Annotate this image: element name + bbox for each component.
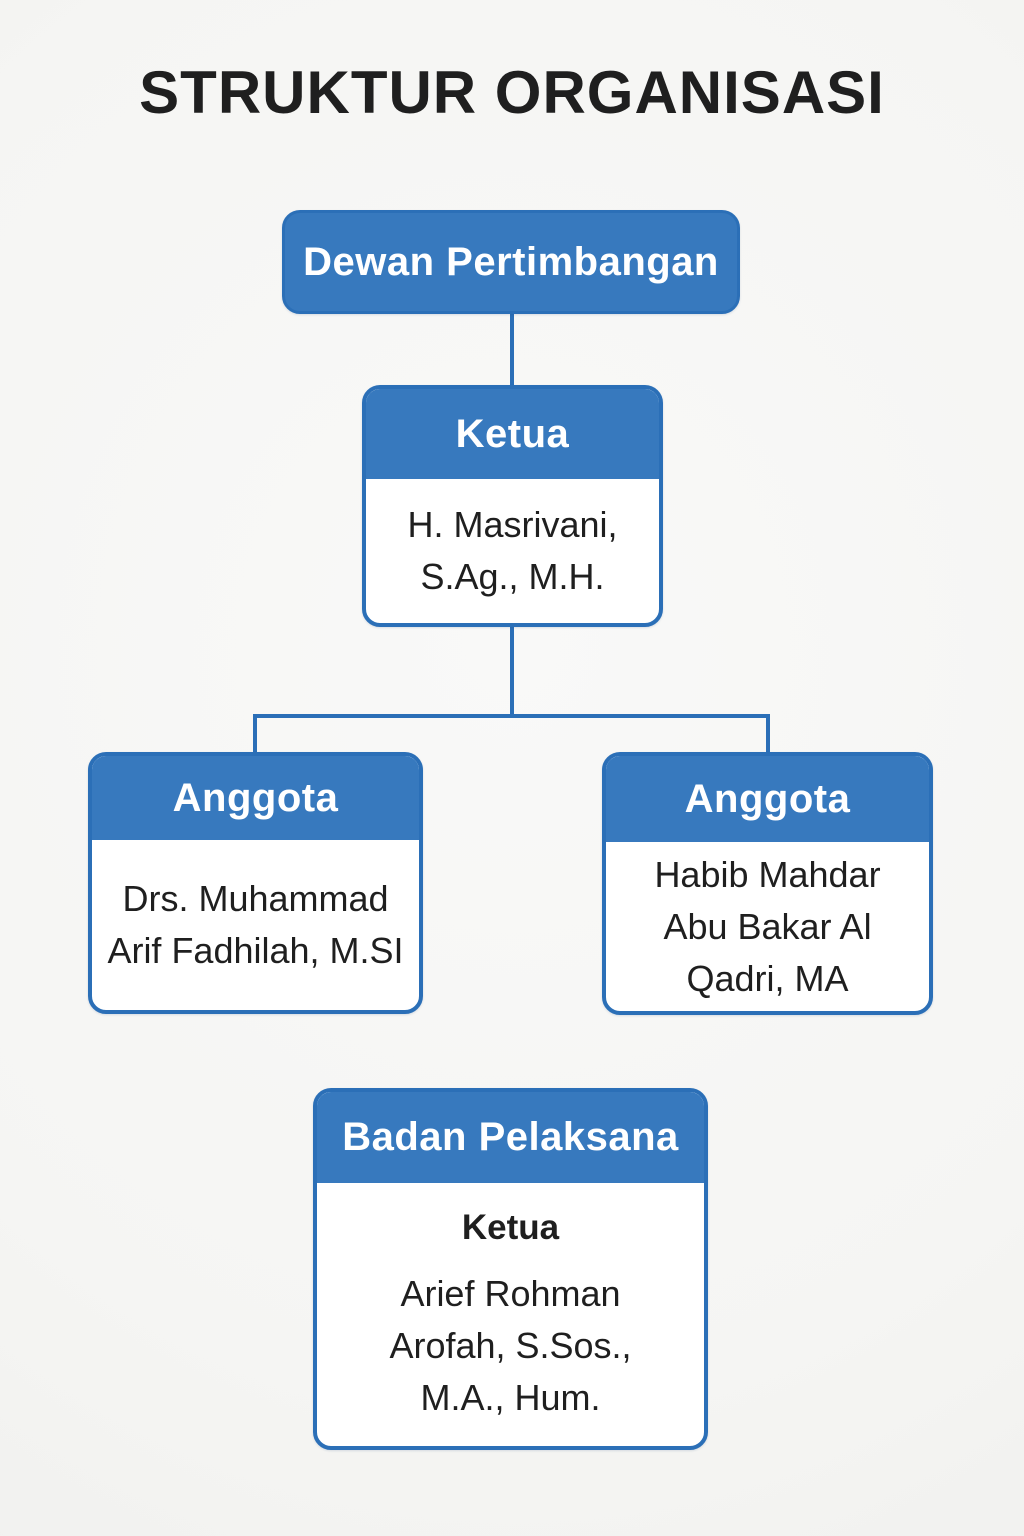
node-dewan-pertimbangan-label: Dewan Pertimbangan (303, 239, 719, 284)
person-name-line: Arief Rohman (400, 1272, 621, 1314)
node-dewan-pertimbangan: Dewan Pertimbangan (282, 210, 740, 314)
person-name-line: Qadri, MA (686, 957, 849, 999)
node-badan-pelaksana-body: Ketua Arief Rohman Arofah, S.Sos., M.A.,… (317, 1183, 704, 1446)
node-badan-pelaksana: Badan Pelaksana Ketua Arief Rohman Arofa… (313, 1088, 708, 1450)
node-anggota-right-header: Anggota (606, 756, 929, 842)
person-name-line: Habib Mahdar (654, 853, 881, 895)
node-ketua-title: Ketua (455, 411, 570, 456)
connector-left-drop (253, 714, 257, 754)
role-label: Ketua (461, 1207, 560, 1247)
node-anggota-right: Anggota Habib Mahdar Abu Bakar Al Qadri,… (602, 752, 933, 1015)
person-name-line: Arofah, S.Sos., (389, 1324, 632, 1366)
node-ketua: Ketua H. Masrivani, S.Ag., M.H. (362, 385, 663, 627)
page-title: STRUKTUR ORGANISASI (139, 59, 885, 126)
person-name-line: S.Ag., M.H. (420, 556, 605, 597)
connector-branch-bar (253, 714, 770, 718)
person-name-line: Abu Bakar Al (663, 905, 872, 947)
node-ketua-body: H. Masrivani, S.Ag., M.H. (366, 479, 659, 623)
connector-right-drop (766, 714, 770, 754)
node-anggota-left-header: Anggota (92, 756, 419, 840)
node-badan-pelaksana-title: Badan Pelaksana (342, 1115, 679, 1159)
connector-dewan-to-ketua (510, 311, 514, 387)
connector-ketua-stem (510, 624, 514, 716)
node-anggota-right-body: Habib Mahdar Abu Bakar Al Qadri, MA (606, 842, 929, 1011)
person-name-line: Arif Fadhilah, M.SI (107, 930, 404, 971)
node-anggota-right-title: Anggota (684, 776, 851, 821)
node-anggota-left-title: Anggota (172, 775, 339, 820)
person-name-line: H. Masrivani, (407, 504, 618, 545)
person-name-line: M.A., Hum. (420, 1376, 601, 1418)
node-anggota-left-body: Drs. Muhammad Arif Fadhilah, M.SI (92, 840, 419, 1010)
node-ketua-header: Ketua (366, 389, 659, 479)
node-badan-pelaksana-header: Badan Pelaksana (317, 1092, 704, 1183)
node-anggota-left: Anggota Drs. Muhammad Arif Fadhilah, M.S… (88, 752, 423, 1014)
person-name-line: Drs. Muhammad (122, 878, 389, 919)
